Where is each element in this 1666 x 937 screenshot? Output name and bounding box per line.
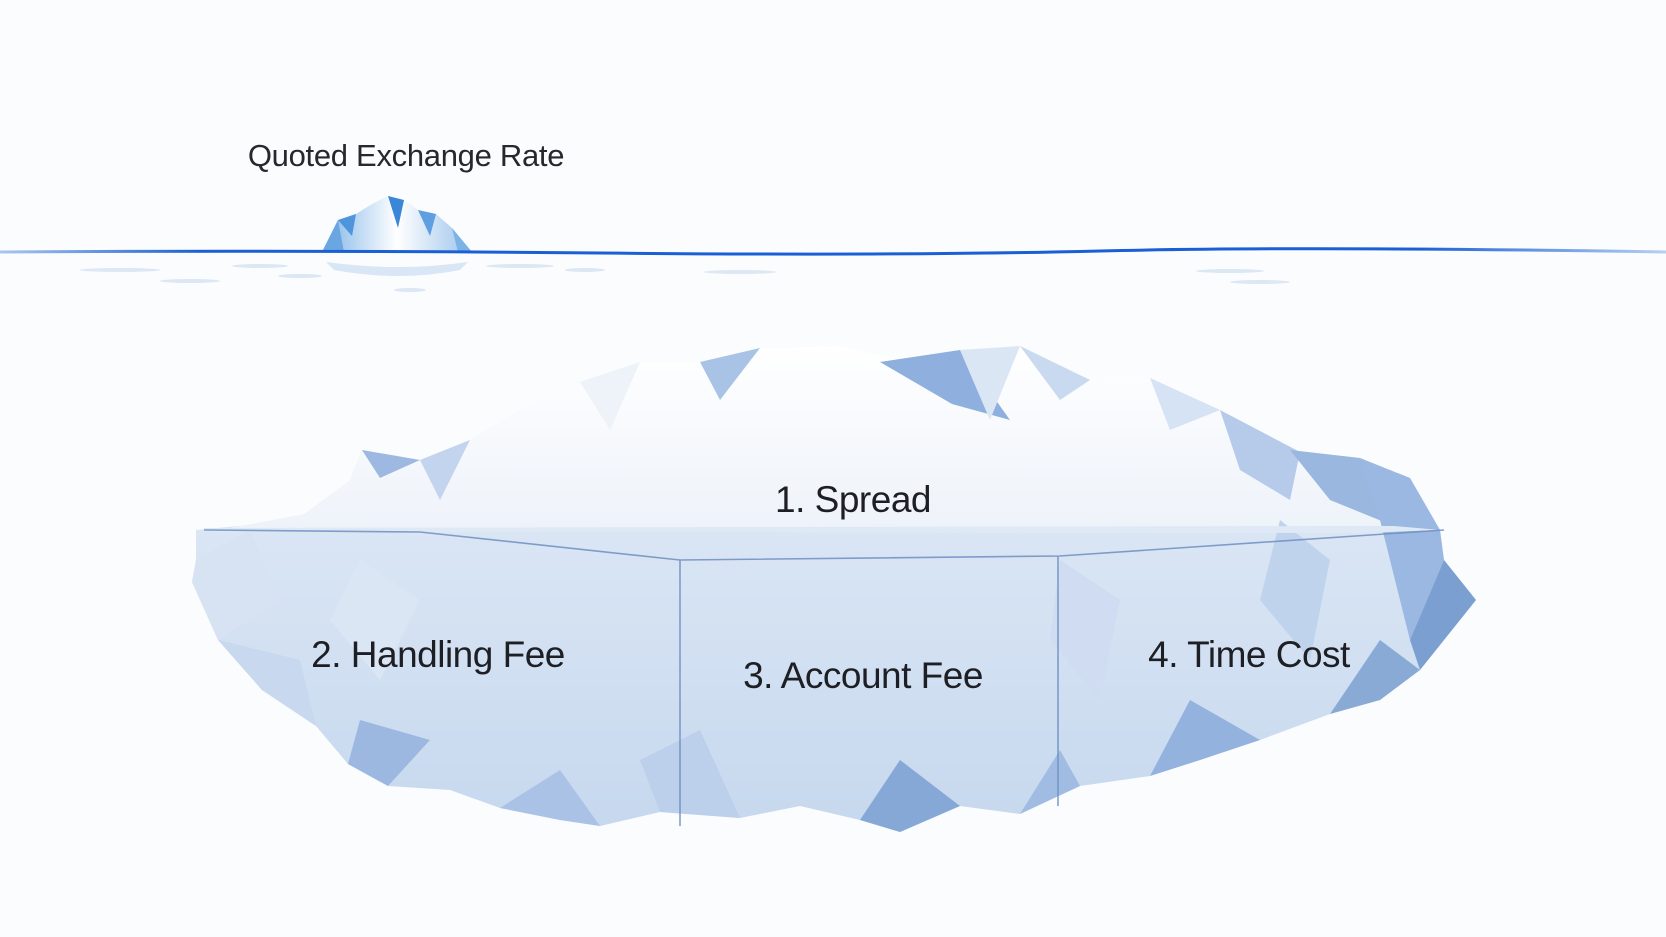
iceberg-tip — [322, 196, 472, 276]
time-cost-label: 4. Time Cost — [1148, 634, 1350, 675]
account-fee-label: 3. Account Fee — [743, 655, 983, 696]
submerged-iceberg — [192, 346, 1476, 832]
quoted-exchange-rate-label: Quoted Exchange Rate — [247, 138, 565, 173]
water-surface — [0, 247, 1666, 292]
spread-label: 1. Spread — [775, 479, 931, 520]
handling-fee-label: 2. Handling Fee — [311, 634, 565, 675]
